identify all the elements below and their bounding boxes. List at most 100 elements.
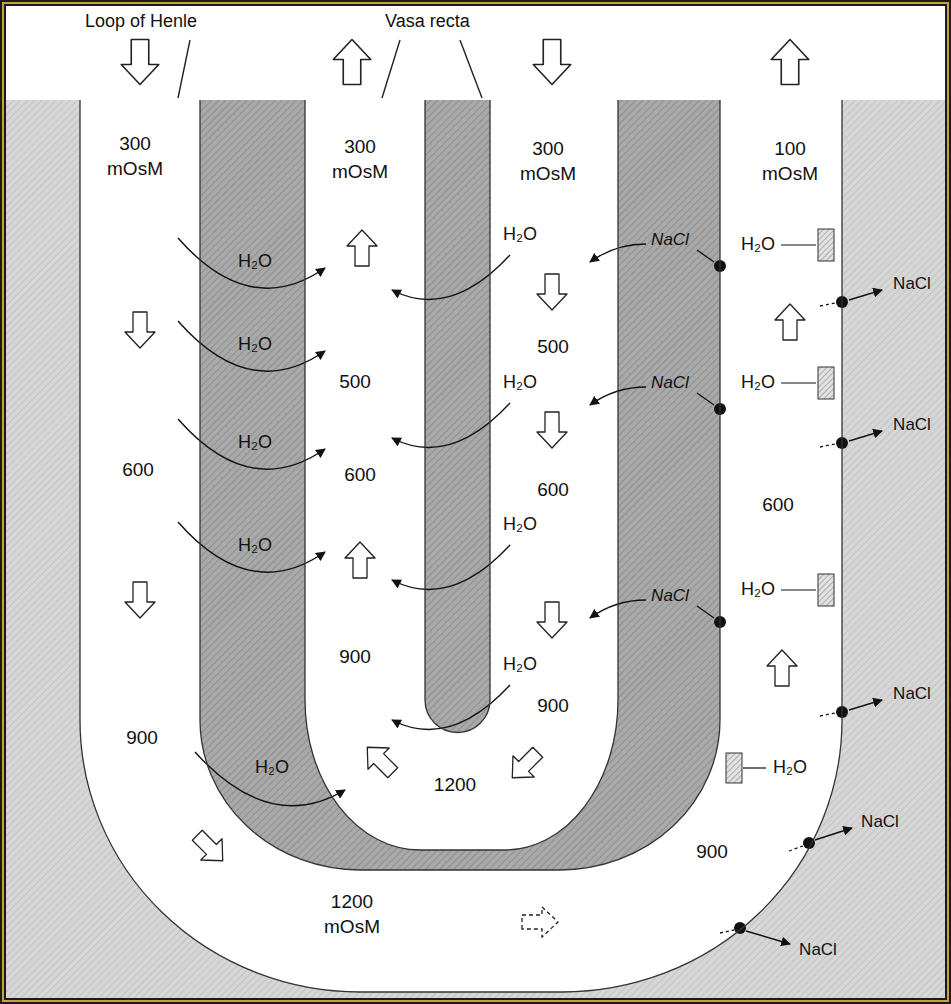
water-label: H₂O (503, 654, 537, 676)
osmolarity-value: 600 (537, 479, 569, 502)
salt-label: NaCl (893, 415, 931, 435)
water-label: H₂O (741, 234, 775, 256)
osmolarity-value: 300 mOsM (520, 137, 576, 186)
transport-arrow (849, 700, 882, 710)
tube-wall (425, 100, 490, 733)
flow-arrow (347, 230, 377, 266)
flow-arrow-dashed (522, 907, 558, 937)
transporter-dot (734, 922, 746, 934)
tube-wall (80, 100, 842, 992)
osmolarity-value: 600 (762, 494, 794, 517)
flow-arrow (775, 304, 805, 340)
water-arrow (392, 255, 510, 299)
osmolarity-value: 500 (339, 371, 371, 394)
vasa-recta-tube: 300 mOsM5006009001200900600500300 mOsM (303, 98, 623, 854)
water-label: H₂O (773, 757, 807, 779)
interstitium (6, 100, 945, 998)
water-label: H₂O (503, 372, 537, 394)
transport-dash (820, 444, 835, 447)
flow-arrow (537, 602, 567, 638)
transporter-dots (714, 260, 848, 934)
leader-line (697, 393, 714, 405)
frame-line (3, 3, 948, 1001)
transport-dash (820, 303, 835, 306)
leader-lines (178, 40, 482, 98)
tube-wall (305, 100, 618, 850)
marker-line (781, 589, 816, 590)
osmolarity-value: 300 mOsM (107, 132, 163, 181)
water-label: H₂O (238, 334, 272, 356)
water-arrow (392, 545, 510, 589)
vessel-wall-band (425, 100, 490, 733)
leader-line (697, 250, 714, 262)
tube-outline (78, 98, 846, 996)
page-ground (6, 6, 945, 998)
water-label: H₂O (238, 251, 272, 273)
water-arrow (392, 403, 510, 447)
leader-line (382, 40, 400, 98)
flow-arrow (537, 412, 567, 448)
loop-of-henle-tube: 300 mOsM6009001200 mOsM900600100 mOsM (78, 98, 846, 996)
osmolarity-value: 900 (126, 727, 158, 750)
water-label: H₂O (255, 757, 289, 779)
flow-arrow (767, 650, 797, 686)
loop-lumen (80, 100, 842, 992)
vasa-lumen (305, 100, 618, 850)
water-label: H₂O (741, 372, 775, 394)
flow-arrows (121, 40, 809, 938)
flow-arrow (333, 40, 371, 85)
marker-line (743, 767, 766, 768)
salt-label: NaCl (651, 373, 689, 393)
osmolarity-value: 600 (344, 464, 376, 487)
flow-arrow (502, 742, 549, 789)
flow-arrow (537, 274, 567, 310)
structure-name: Vasa recta (385, 11, 470, 33)
tube-wall (200, 100, 720, 870)
flow-arrow (125, 582, 155, 618)
impermeable-box (726, 753, 742, 783)
salt-label: NaCl (799, 940, 837, 960)
flow-arrow (121, 40, 159, 85)
transport-dash (720, 930, 734, 933)
flow-arrow (345, 542, 375, 578)
water-arrows (178, 238, 510, 806)
transport-arrow (746, 931, 790, 944)
marker-line (781, 382, 816, 383)
transporter-leaders (697, 250, 714, 618)
osmolarity-value: 300 mOsM (332, 135, 388, 184)
flow-arrow (357, 737, 404, 784)
water-label: H₂O (238, 432, 272, 454)
structure-name: Loop of Henle (85, 11, 197, 33)
transport-dash (820, 713, 835, 716)
transport-dash (789, 846, 803, 851)
water-label: H₂O (503, 224, 537, 246)
salt-label: NaCl (861, 812, 899, 832)
impermeable-box (818, 229, 834, 261)
flow-arrow (771, 40, 809, 85)
water-label: H₂O (238, 535, 272, 557)
marker-line (781, 244, 816, 245)
tubule-wall-band (200, 100, 720, 870)
transport-arrow (815, 828, 852, 840)
impermeable-box (818, 367, 834, 399)
osmolarity-value: 500 (537, 336, 569, 359)
osmolarity-value: 900 (696, 841, 728, 864)
water-label: H₂O (741, 579, 775, 601)
leader-line (460, 40, 482, 98)
salt-label: NaCl (651, 586, 689, 606)
transport-arrow (849, 290, 882, 300)
osmolarity-value: 600 (122, 459, 154, 482)
water-arrow (392, 685, 510, 729)
transport-arrow (849, 431, 882, 441)
impermeable-box (818, 574, 834, 606)
water-label: H₂O (503, 514, 537, 536)
leader-line (697, 606, 714, 618)
salt-label: NaCl (893, 684, 931, 704)
salt-label: NaCl (651, 230, 689, 250)
osmolarity-value: 100 mOsM (762, 137, 818, 186)
osmolarity-value: 900 (537, 695, 569, 718)
flow-arrow (533, 40, 571, 85)
